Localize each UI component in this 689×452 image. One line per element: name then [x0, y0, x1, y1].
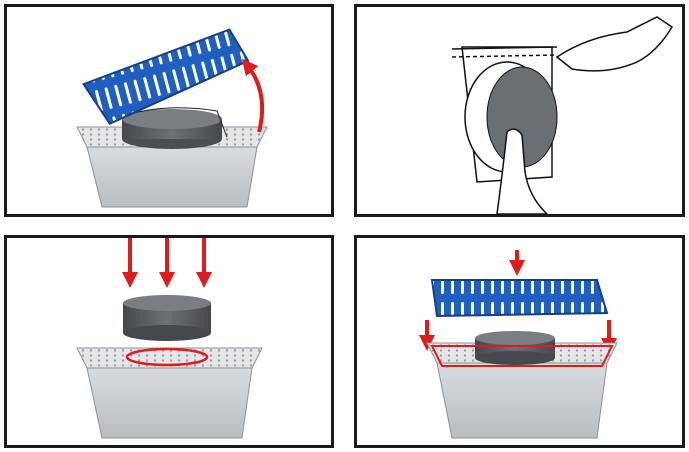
replace-lid-icon — [419, 250, 618, 439]
red-placement-circle — [125, 347, 209, 367]
hand-pressing — [496, 128, 549, 214]
step-3-place-tablet-panel — [4, 235, 334, 448]
container — [426, 342, 618, 439]
red-curved-arrow — [241, 58, 265, 133]
tablet — [123, 295, 211, 341]
red-lid-outline — [430, 345, 614, 367]
step-1-remove-lid-panel — [4, 4, 334, 217]
unwrap-tablet-icon — [451, 16, 674, 214]
tablet — [475, 331, 555, 365]
red-down-arrows — [122, 238, 212, 288]
blue-basket-lid — [430, 279, 609, 318]
red-arrows — [419, 250, 617, 354]
step-4-replace-lid-panel — [354, 235, 685, 448]
step-2-unwrap-tablet-panel — [354, 4, 685, 217]
place-tablet-icon — [76, 238, 263, 439]
tablet-in-wrapper — [122, 107, 228, 149]
remove-lid-icon — [76, 28, 268, 208]
container — [76, 347, 263, 439]
hand-pulling-tab — [555, 16, 674, 72]
